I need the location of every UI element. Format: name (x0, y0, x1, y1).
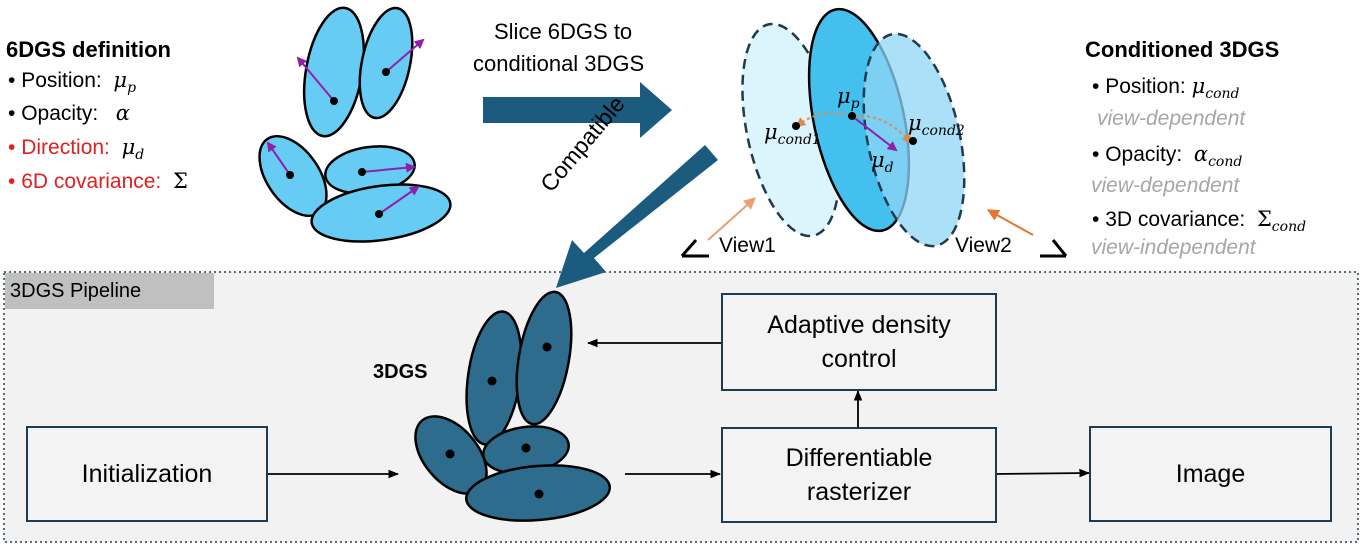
view1-label: View1 (719, 234, 776, 257)
adaptive-density-box: Adaptive density control (721, 293, 997, 391)
conditioned-note-position: view-dependent (1097, 107, 1246, 130)
adaptive-label-line1: Adaptive density (767, 311, 951, 339)
view2-eye-icon (1040, 239, 1068, 258)
label-3dgs: 3DGS (373, 361, 428, 383)
slice-arrow (483, 82, 672, 138)
arrow-rasterizer-to-image (994, 468, 1091, 478)
gaussian-cluster-3dgs (414, 290, 612, 522)
image-box: Image (1089, 426, 1332, 522)
definition-item-opacity: • Opacity: α (8, 101, 130, 125)
rasterizer-box: Differentiable rasterizer (721, 427, 997, 523)
conditioned-note-covariance: view-independent (1091, 236, 1256, 259)
conditioned-item-position: • Position: μcond (1092, 74, 1240, 103)
definition-title: 6DGS definition (6, 37, 171, 62)
rasterizer-label-line2: rasterizer (806, 478, 912, 506)
slice-label-line1: Slice 6DGS to (494, 19, 633, 44)
pipeline-title: 3DGS Pipeline (10, 280, 142, 302)
label-mu-d: μd (871, 148, 894, 177)
compatible-arrow (556, 145, 718, 288)
slice-illustration (680, 7, 1068, 258)
definition-item-direction: • Direction: μd (8, 135, 145, 164)
conditioned-item-opacity: • Opacity: αcond (1092, 142, 1243, 171)
view2-label: View2 (955, 234, 1012, 257)
conditioned-title: Conditioned 3DGS (1085, 37, 1280, 62)
label-mu-cond1: μcond1 (764, 120, 821, 149)
label-mu-p: μp (837, 84, 860, 113)
definition-item-position: • Position: μp (8, 68, 137, 97)
definition-item-covariance: • 6D covariance: Σ (8, 169, 188, 193)
conditioned-item-covariance: • 3D covariance: Σcond (1092, 207, 1307, 236)
view1-eye-icon (680, 239, 709, 258)
rasterizer-label-line1: Differentiable (785, 444, 933, 472)
slice-label-line2: conditional 3DGS (473, 51, 645, 76)
conditioned-note-opacity: view-dependent (1091, 174, 1240, 197)
label-mu-cond2: μcond2 (908, 111, 965, 140)
gaussian-cluster-6dgs (258, 6, 452, 243)
initialization-box: Initialization (26, 426, 268, 522)
image-label: Image (1175, 460, 1246, 488)
pipeline-title-bar (5, 273, 214, 309)
initialization-label: Initialization (81, 460, 213, 488)
adaptive-label-line2: control (821, 345, 897, 373)
